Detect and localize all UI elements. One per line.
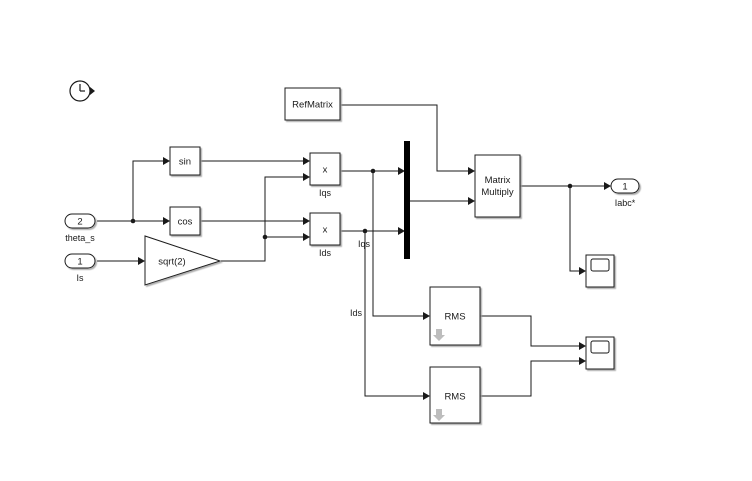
matrix-multiply-label-line1: Matrix <box>485 175 511 186</box>
scope-top-block[interactable] <box>585 254 615 288</box>
signal-label-ids: Ids <box>350 308 363 318</box>
refmatrix-block[interactable]: RefMatrix <box>284 87 341 121</box>
cos-label: cos <box>178 217 193 228</box>
rms-top-label: RMS <box>444 312 465 323</box>
signal-label-iqs: Iqs <box>358 239 371 249</box>
product-iqs-block[interactable]: x Iqs <box>309 152 341 198</box>
branch-points <box>130 168 573 240</box>
inport-theta-s[interactable]: 2 theta_s <box>64 213 96 243</box>
outport-iabc-number: 1 <box>622 182 627 193</box>
sin-label: sin <box>179 157 191 168</box>
inport-is[interactable]: 1 Is <box>64 253 96 283</box>
sqrt2-label: sqrt(2) <box>158 257 185 268</box>
inport-theta-label: theta_s <box>65 233 95 243</box>
sin-block[interactable]: sin <box>169 146 201 176</box>
rms-bottom-label: RMS <box>444 392 465 403</box>
signal-lines <box>97 104 604 397</box>
signal-rms-bottom-to-scope <box>480 360 579 397</box>
matrix-multiply-label-line2: Multiply <box>481 187 513 198</box>
rms-bottom-block[interactable]: RMS <box>429 366 481 424</box>
signal-rms-top-to-scope <box>480 315 579 347</box>
signal-theta-to-sin <box>132 160 163 221</box>
product-iqs-symbol: x <box>323 165 328 176</box>
signal-iqs-to-rms <box>372 171 423 317</box>
clock-block[interactable] <box>69 80 95 102</box>
product-ids-symbol: x <box>323 225 328 236</box>
down-arrow-icon <box>433 329 445 341</box>
signal-ids-to-rms <box>364 231 423 397</box>
sqrt2-gain-block[interactable]: sqrt(2) <box>144 235 222 286</box>
outport-iabc-label: Iabc* <box>615 198 636 208</box>
down-arrow-icon <box>433 409 445 421</box>
inport-theta-number: 2 <box>77 217 82 228</box>
matrix-multiply-block[interactable]: Matrix Multiply <box>474 154 521 218</box>
rms-top-block[interactable]: RMS <box>429 286 481 346</box>
inport-is-label: Is <box>76 273 84 283</box>
product-ids-block[interactable]: x Ids <box>309 212 341 258</box>
refmatrix-label: RefMatrix <box>292 100 333 111</box>
product-ids-label: Ids <box>319 248 332 258</box>
product-iqs-label: Iqs <box>319 188 332 198</box>
scope-icon <box>590 340 610 354</box>
inport-is-number: 1 <box>77 257 82 268</box>
arrowheads <box>138 157 611 400</box>
signal-refmatrix-to-matmul <box>341 104 468 172</box>
cos-block[interactable]: cos <box>169 206 201 236</box>
outport-iabc[interactable]: 1 Iabc* <box>610 178 640 208</box>
scope-bottom-block[interactable] <box>585 336 615 370</box>
signal-matmul-to-scope <box>569 186 579 272</box>
signal-sqrt-to-mult-iqs <box>221 176 303 262</box>
scope-icon <box>590 258 610 272</box>
mux-block[interactable] <box>404 141 410 259</box>
